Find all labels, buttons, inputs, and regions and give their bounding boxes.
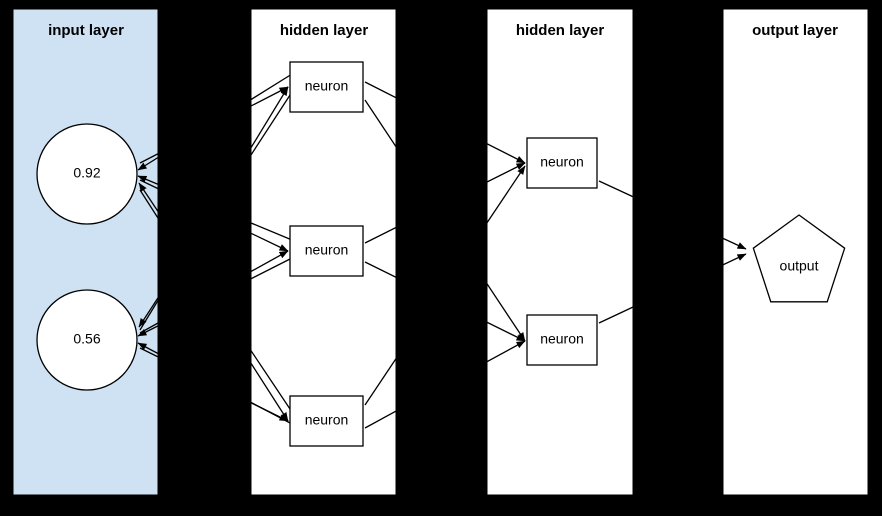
edge-h1-2-to-h2-2 [364, 261, 526, 342]
edge-h1-1-to-in-2 [138, 91, 293, 328]
node-label-h2-2: neuron [540, 331, 584, 347]
edge-in-1-to-h1-2 [139, 179, 289, 252]
layer-panel-input [12, 8, 159, 496]
edge-h1-1-to-h2-1 [364, 81, 526, 164]
node-shape-h1-2[interactable] [289, 225, 364, 277]
edge-h1-1-to-h2-2 [364, 99, 526, 342]
layer-title-output: output layer [752, 22, 838, 39]
layer-nodes: 0.92 0.56 neuron neuron neuron neuron neuron ou… [36, 61, 846, 447]
layer-title-hidden-2: hidden layer [516, 22, 605, 39]
node-label-in-1: 0.92 [73, 165, 100, 181]
node-shape-h2-1[interactable] [526, 137, 598, 189]
layer-title-hidden-1: hidden layer [280, 22, 369, 39]
edge-in-2-to-h1-3 [139, 347, 289, 422]
edge-in-2-to-h1-1 [139, 86, 289, 331]
node-label-h2-1: neuron [540, 154, 584, 170]
edge-h2-2-to-out-1 [598, 253, 747, 324]
node-label-in-2: 0.56 [73, 331, 100, 347]
edge-h1-1-to-in-1 [137, 73, 293, 171]
edge-in-1-to-h1-1 [139, 86, 289, 164]
edge-h1-2-to-h2-1 [364, 162, 526, 244]
layer-titles: input layer hidden layer hidden layer outpu… [48, 22, 838, 39]
node-shape-h2-2[interactable] [526, 314, 598, 366]
node-label-h1-3: neuron [305, 412, 349, 428]
node-shape-out-1[interactable] [752, 214, 846, 303]
edge-in-2-to-h1-2 [139, 250, 289, 334]
edge-h1-3-to-h2-1 [364, 165, 526, 406]
node-label-out-1: output [780, 258, 819, 274]
edge-h1-3-to-h2-2 [364, 340, 526, 429]
edge-h2-1-to-out-1 [598, 180, 747, 250]
node-shape-h1-3[interactable] [289, 395, 364, 447]
node-label-h1-1: neuron [305, 78, 349, 94]
connection-edges [137, 73, 747, 429]
node-shape-h1-1[interactable] [289, 61, 364, 113]
edge-h1-2-to-in-2 [137, 257, 293, 337]
layer-title-input: input layer [48, 22, 124, 39]
layer-panels [12, 8, 869, 496]
edge-in-1-to-h1-3 [139, 189, 289, 422]
node-shape-in-1[interactable] [36, 123, 138, 225]
layer-panel-hidden-2 [486, 8, 634, 496]
edge-h1-3-to-in-1 [138, 182, 293, 413]
node-shape-in-2[interactable] [36, 289, 138, 391]
node-label-h1-2: neuron [305, 242, 349, 258]
